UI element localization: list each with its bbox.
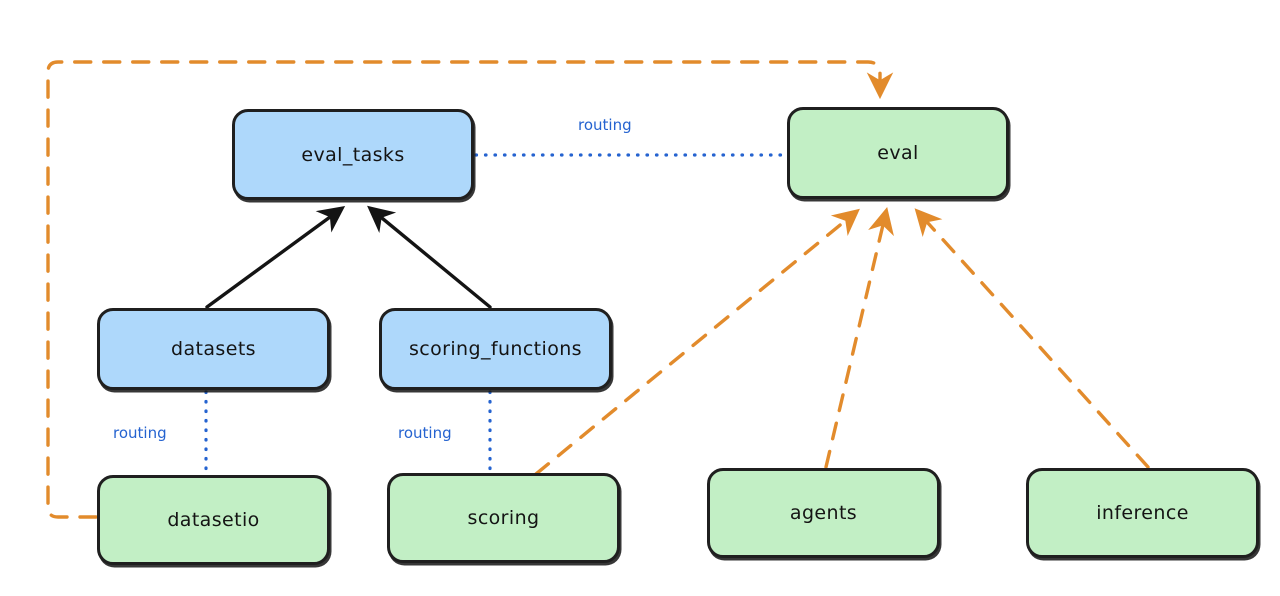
node-datasetio[interactable]: datasetio: [97, 475, 330, 565]
node-label-eval: eval: [877, 142, 919, 164]
edge-label-routing-datasets: routing: [113, 424, 167, 442]
node-label-agents: agents: [789, 502, 858, 524]
node-label-datasets: datasets: [171, 338, 256, 360]
node-datasets[interactable]: datasets: [97, 308, 330, 390]
node-label-scoring: scoring: [467, 507, 540, 529]
node-eval-tasks[interactable]: eval_tasks: [232, 109, 474, 200]
node-label-eval-tasks: eval_tasks: [301, 143, 405, 166]
node-label-datasetio: datasetio: [167, 509, 260, 531]
edge-scoring-functions-eval-tasks: [367, 205, 492, 309]
node-inference[interactable]: inference: [1026, 468, 1259, 558]
node-label-inference: inference: [1096, 502, 1189, 524]
node-label-scoring-functions: scoring_functions: [409, 338, 582, 360]
edge-agents-eval: [824, 207, 894, 469]
edge-inference-eval: [914, 208, 1150, 469]
edge-datasets-eval-tasks: [205, 205, 346, 309]
node-agents[interactable]: agents: [707, 468, 940, 558]
edge-label-routing-scoring-functions: routing: [398, 424, 452, 442]
node-scoring-functions[interactable]: scoring_functions: [379, 308, 612, 390]
node-scoring[interactable]: scoring: [387, 473, 620, 563]
edge-label-routing-eval-tasks: routing: [578, 116, 632, 134]
node-eval[interactable]: eval: [787, 107, 1009, 199]
